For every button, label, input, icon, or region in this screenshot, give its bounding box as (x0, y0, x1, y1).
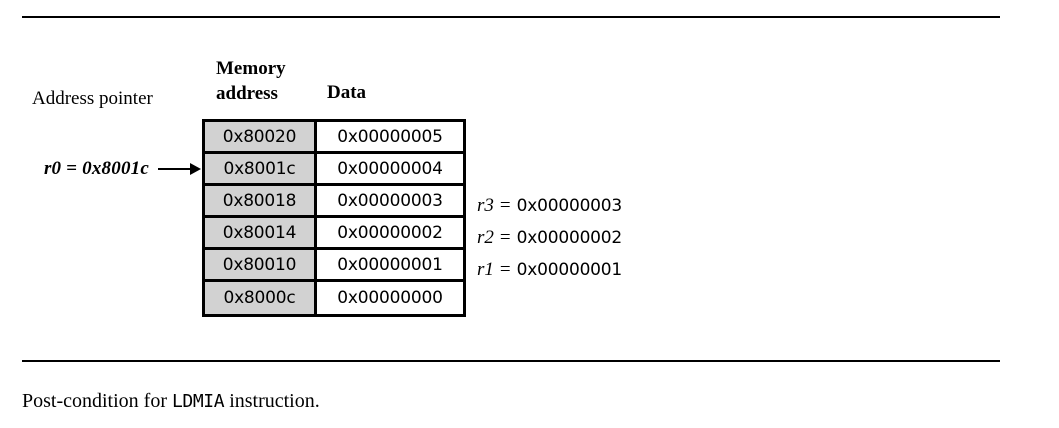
register-value: 0x00000003 (516, 196, 623, 216)
caption-suffix: instruction. (224, 390, 320, 412)
register-equals: = (499, 227, 511, 248)
register-annotation: r2 = 0x00000002 (477, 222, 622, 254)
memory-data-cell: 0x00000002 (317, 218, 463, 247)
memory-table: 0x80020 0x00000005 0x8001c 0x00000004 0x… (202, 119, 466, 317)
register-annotation: r1 = 0x00000001 (477, 254, 622, 286)
register-value: 0x00000002 (516, 228, 623, 248)
address-pointer-label: Address pointer (32, 88, 153, 109)
register-annotation-list: r3 = 0x00000003 r2 = 0x00000002 r1 = 0x0… (477, 190, 622, 286)
memory-address-cell: 0x8000c (205, 282, 317, 314)
table-row: 0x80020 0x00000005 (205, 122, 463, 154)
column-header-memory-address: Memory address (216, 56, 286, 106)
table-row: 0x80018 0x00000003 (205, 186, 463, 218)
memory-address-cell: 0x8001c (205, 154, 317, 183)
figure-caption: Post-condition for LDMIA instruction. (22, 390, 320, 413)
address-pointer-row: r0 = 0x8001c (26, 155, 201, 183)
register-equals: = (499, 195, 511, 216)
caption-prefix: Post-condition for (22, 390, 172, 412)
memory-data-cell: 0x00000004 (317, 154, 463, 183)
arrow-head (190, 162, 201, 175)
register-name: r3 (477, 195, 494, 216)
memory-address-cell: 0x80010 (205, 250, 317, 279)
table-row: 0x8000c 0x00000000 (205, 282, 463, 314)
memory-address-cell: 0x80018 (205, 186, 317, 215)
register-r0-pointer-label: r0 = 0x8001c (43, 158, 149, 179)
column-header-memory-line1: Memory (216, 58, 286, 79)
column-header-memory-line2: address (216, 83, 278, 104)
memory-address-cell: 0x80020 (205, 122, 317, 151)
register-value: 0x00000001 (516, 260, 623, 280)
register-name: r2 (477, 227, 494, 248)
arrow-shaft (158, 167, 191, 170)
register-annotation: r3 = 0x00000003 (477, 190, 622, 222)
memory-data-cell: 0x00000000 (317, 282, 463, 314)
register-equals: = (499, 259, 511, 280)
rule-bottom (22, 360, 1000, 362)
memory-data-cell: 0x00000001 (317, 250, 463, 279)
table-row: 0x8001c 0x00000004 (205, 154, 463, 186)
memory-data-cell: 0x00000003 (317, 186, 463, 215)
rule-top (22, 16, 1000, 18)
table-row: 0x80010 0x00000001 (205, 250, 463, 282)
memory-address-cell: 0x80014 (205, 218, 317, 247)
right-arrow-icon (158, 162, 201, 175)
column-header-data: Data (327, 82, 367, 103)
table-row: 0x80014 0x00000002 (205, 218, 463, 250)
caption-instruction: LDMIA (172, 391, 225, 412)
register-name: r1 (477, 259, 494, 280)
memory-data-cell: 0x00000005 (317, 122, 463, 151)
